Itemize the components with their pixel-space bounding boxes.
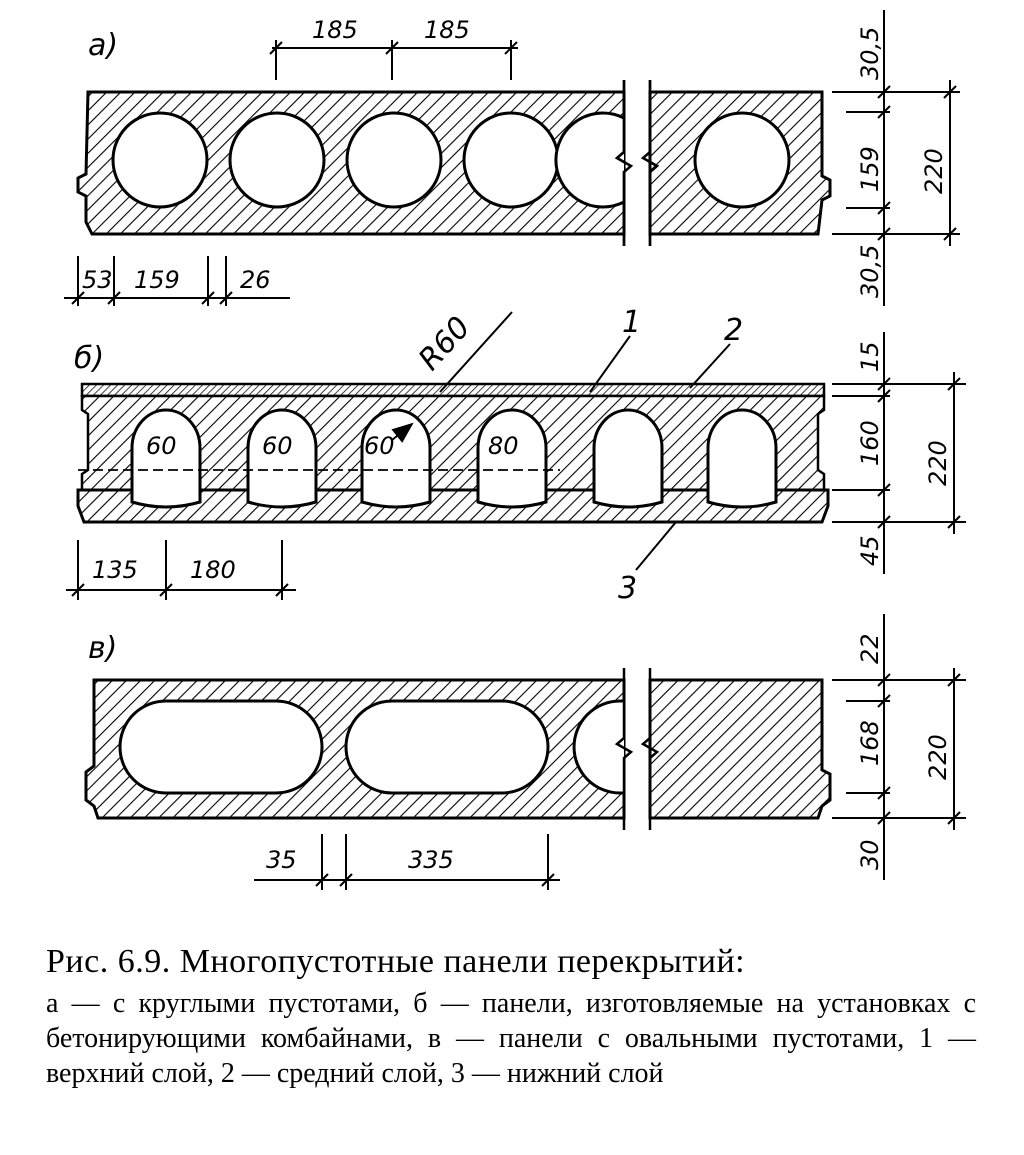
arched-void [246,408,318,509]
panel-v-break-line [614,668,660,830]
oval-void [344,699,550,795]
round-void [228,111,326,209]
dim-pitch-1: 185 [312,16,358,44]
dim-edge-135: 135 [92,556,138,584]
oval-void-cut [572,699,624,795]
round-void-cut [554,111,625,209]
panel-a: а) 185 185 [64,10,960,306]
panel-b-voids [130,408,778,509]
round-void [693,111,791,209]
dim-bottom-shell-v: 30 [856,839,884,870]
dim-rib: 26 [240,266,271,294]
dim-width-4: 80 [488,432,519,460]
radius-leader [439,311,513,393]
dim-radius-2: 60 [262,432,293,460]
panels-diagram: а) 185 185 [64,10,966,890]
callout-3: 3 [618,571,637,606]
arched-void [706,408,778,509]
dim-total-height-v: 220 [924,734,952,780]
dim-void-width: 159 [134,266,180,294]
panel-b-height-dims [832,332,966,574]
layer-top [80,382,826,398]
dim-top-shell-v: 22 [856,633,884,664]
arched-void [130,408,202,509]
dim-total-height: 220 [920,148,948,194]
panel-b-label: б) [74,341,104,376]
panel-v-voids [118,699,624,795]
dim-bottom-layer: 45 [856,535,884,566]
dim-middle-layer: 160 [856,420,884,466]
caption-title: Рис. 6.9. Многопустотные панели перекрыт… [46,943,746,980]
panel-a-height-dims [832,10,960,306]
oval-void [118,699,324,795]
callout-2: 2 [724,313,743,348]
dim-void-335: 335 [408,846,454,874]
dim-bottom-shell: 30,5 [856,245,884,298]
dim-rib-35: 35 [266,846,297,874]
round-void [111,111,209,209]
dim-radius-1: 60 [146,432,177,460]
round-void [462,111,560,209]
dim-void-height-v: 168 [856,720,884,766]
panel-a-label: а) [88,28,118,63]
panel-v-height-dims [832,614,966,880]
panel-v: в) 35 335 [84,614,966,890]
panel-a-bottom-dims [64,256,290,306]
dim-radius-r60: R60 [412,310,478,377]
panel-b: б) 60 60 60 80 R60 1 2 3 [66,305,966,606]
dim-pitch-180: 180 [190,556,236,584]
round-void [345,111,443,209]
dim-void-height: 159 [856,146,884,192]
caption-body: а — с круглыми пустотами, б — панели, из… [46,988,976,1089]
panel-b-bottom-dims [66,540,296,600]
dim-edge: 53 [82,266,113,294]
figure-caption: Рис. 6.9. Многопустотные панели перекрыт… [46,940,976,1091]
panel-a-pitch-dims [269,40,518,80]
callout-1: 1 [622,305,641,340]
dim-pitch-2: 185 [424,16,470,44]
dim-radius-3: 60 [364,432,395,460]
dim-top-shell: 30,5 [856,27,884,80]
dim-top-layer: 15 [856,341,884,372]
panel-v-bottom-dims [254,834,560,890]
dim-total-height-b: 220 [924,440,952,486]
panel-v-section-right [648,678,832,820]
panel-a-voids [111,111,791,209]
panel-v-label: в) [88,631,117,666]
arched-void [476,408,548,509]
arched-void [592,408,664,509]
